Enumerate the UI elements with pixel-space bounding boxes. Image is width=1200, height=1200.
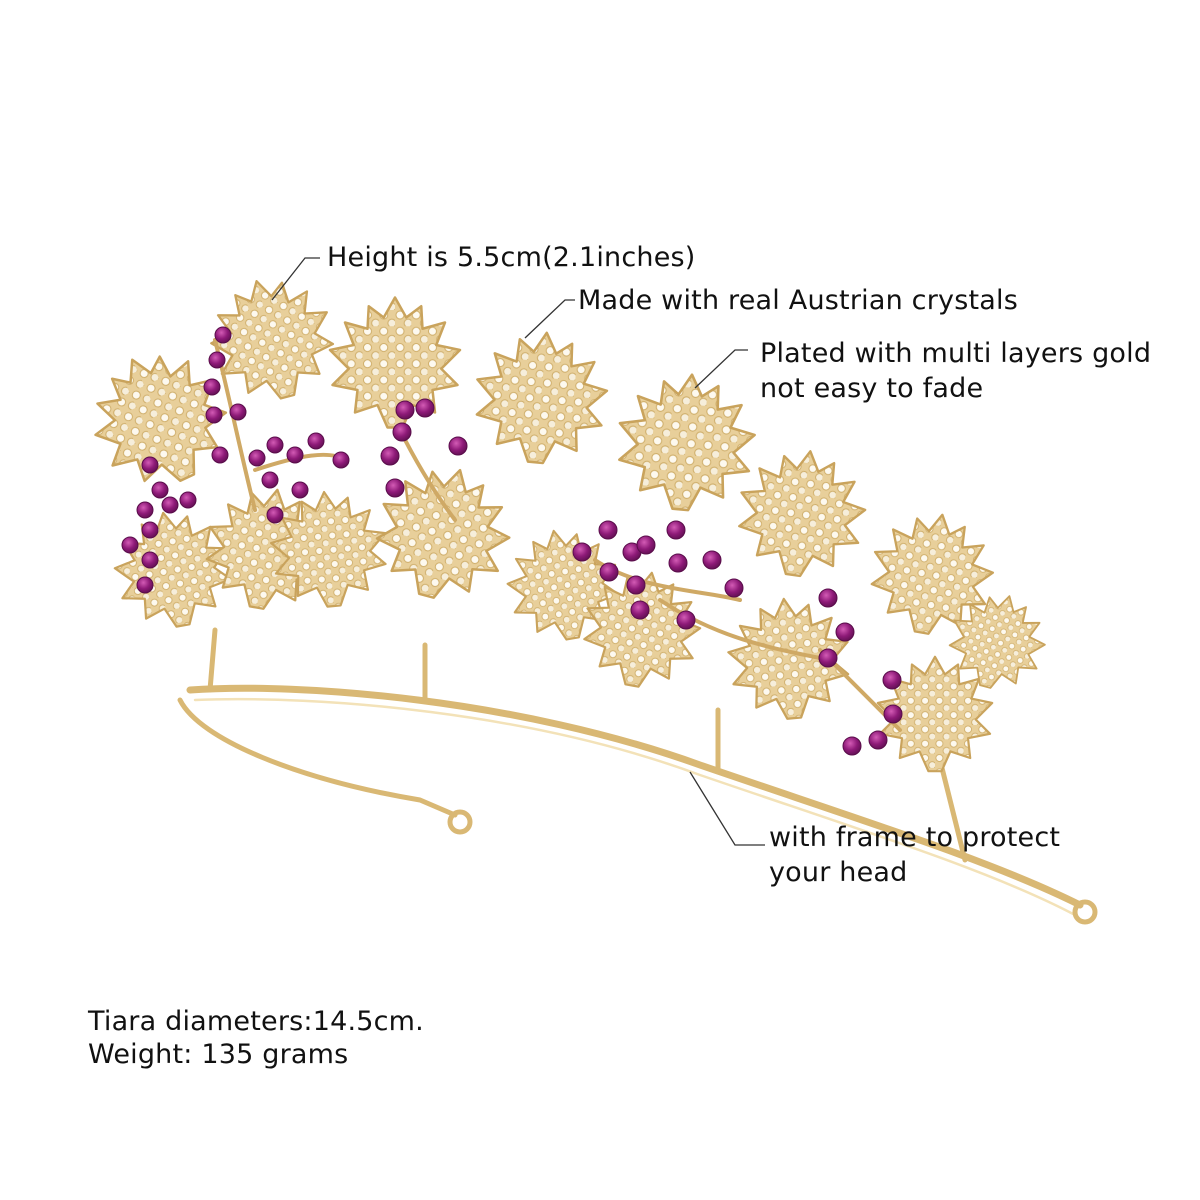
callout-plated: Plated with multi layers gold not easy t… — [760, 336, 1151, 406]
callout-frame: with frame to protect your head — [769, 820, 1060, 890]
callout-height-text: Height is 5.5cm(2.1inches) — [327, 242, 696, 273]
tiara-frame — [177, 627, 1098, 925]
callout-plated-line2: not easy to fade — [760, 373, 984, 404]
callout-plated-line1: Plated with multi layers gold — [760, 338, 1152, 369]
spec-diameter: Tiara diameters:14.5cm. — [88, 1006, 424, 1037]
callout-leaders — [271, 257, 765, 846]
callout-height: Height is 5.5cm(2.1inches) — [327, 240, 696, 275]
product-specs: Tiara diameters:14.5cm. Weight: 135 gram… — [88, 1005, 424, 1071]
callout-frame-line1: with frame to protect — [769, 822, 1061, 853]
callout-crystals-text: Made with real Austrian crystals — [578, 285, 1018, 316]
spec-weight: Weight: 135 grams — [88, 1039, 349, 1070]
tiara-gems — [121, 326, 903, 756]
callout-crystals: Made with real Austrian crystals — [578, 283, 1018, 318]
callout-frame-line2: your head — [769, 857, 908, 888]
